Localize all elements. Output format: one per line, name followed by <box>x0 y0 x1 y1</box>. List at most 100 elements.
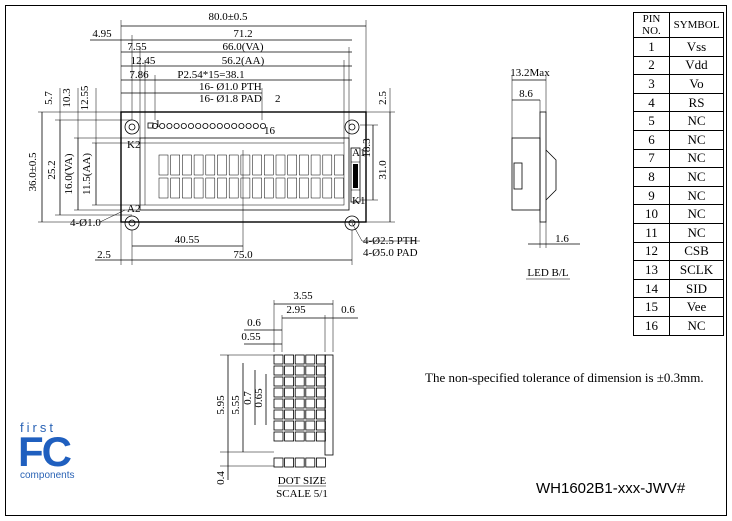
char-cell <box>158 154 169 176</box>
pixel-dot <box>273 398 284 409</box>
pixel-dot <box>294 409 305 420</box>
dim-31: 31.0 <box>377 160 389 180</box>
pin1-label: 1 <box>155 118 161 130</box>
char-cell <box>228 177 239 199</box>
pin-table-header: PIN NO. SYMBOL <box>633 12 724 38</box>
k1-label: K1 <box>352 195 365 207</box>
dim-12-55: 12.55 <box>79 85 91 110</box>
pin-symbol: Vss <box>669 37 724 57</box>
dim-0-65: 0.65 <box>253 388 265 408</box>
pin-hole <box>252 123 259 130</box>
pin-number: 14 <box>633 278 670 299</box>
dim-7-86: 7.86 <box>129 69 149 81</box>
pin-hole <box>187 123 194 130</box>
right-dimensions <box>360 88 395 223</box>
pin-hole <box>259 123 266 130</box>
logo-first: first <box>20 420 56 435</box>
pin-symbol: SCLK <box>669 260 724 280</box>
pixel-dot <box>273 387 284 398</box>
char-cell <box>217 177 227 199</box>
pixel-dot <box>305 365 316 376</box>
dim-18-3: 18.3 <box>361 138 373 158</box>
pin-number: 2 <box>633 55 670 76</box>
dim-40-55: 40.55 <box>175 234 200 246</box>
pin-symbol: NC <box>669 315 724 336</box>
bottom-dimensions <box>95 150 420 265</box>
pin-hole <box>209 123 216 130</box>
pin-hole <box>173 123 180 130</box>
pixel-dot <box>284 398 295 409</box>
pin-number: 13 <box>633 260 670 280</box>
scale-label: SCALE 5/1 <box>276 488 328 500</box>
pixel-dot <box>305 457 316 468</box>
pin-symbol: NC <box>669 204 724 224</box>
pixel-dot <box>305 431 316 442</box>
pin-no-header: PIN NO. <box>633 12 670 38</box>
pin-hole <box>216 123 223 130</box>
pin-number: 4 <box>633 92 670 113</box>
dim-pth-4: 4-Ø2.5 PTH <box>363 235 417 247</box>
pixel-dot <box>294 354 305 365</box>
dim-66-va: 66.0(VA) <box>222 41 263 53</box>
pin1-pad <box>147 122 154 129</box>
drawing-frame <box>5 5 727 516</box>
dim-hole-1: 4-Ø1.0 <box>70 217 101 229</box>
pin-symbol: Vee <box>669 297 724 317</box>
pin-symbol: RS <box>669 92 724 113</box>
dim-0-4: 0.4 <box>215 471 227 485</box>
logo-fc: FC <box>18 428 72 475</box>
pixel-dot <box>305 354 316 365</box>
dim-8-6: 8.6 <box>519 88 533 100</box>
dim-7-55: 7.55 <box>127 41 147 53</box>
char-cell <box>193 177 204 199</box>
pixel-dot <box>284 387 295 398</box>
dim-pad-16: 16- Ø1.8 PAD <box>199 93 262 105</box>
pin-hole <box>231 123 238 130</box>
char-cell <box>264 154 274 176</box>
dim-71-2: 71.2 <box>233 28 252 40</box>
pixel-dot <box>294 398 305 409</box>
char-cell <box>310 177 321 199</box>
model-number: WH1602B1-xxx-JWV# <box>536 480 686 497</box>
dim-56-2-aa: 56.2(AA) <box>222 55 265 67</box>
pin-number: 11 <box>633 222 670 243</box>
dim-3-55: 3.55 <box>293 290 313 302</box>
dim-0-7: 0.7 <box>242 391 254 405</box>
pin-number: 10 <box>633 204 670 224</box>
pin-symbol: Vo <box>669 74 724 94</box>
pin-number: 7 <box>633 148 670 169</box>
pixel-dot <box>294 387 305 398</box>
pixel-dot <box>284 420 295 431</box>
pixel-dot <box>294 457 305 468</box>
pin-hole <box>159 123 166 130</box>
dim-5-7: 5.7 <box>43 91 55 105</box>
pixel-dot <box>284 409 295 420</box>
dim-10-3: 10.3 <box>61 88 73 108</box>
a2-label: A2 <box>127 203 140 215</box>
pixel-dot <box>273 376 284 387</box>
pixel-dot <box>305 387 316 398</box>
led-label: LED B/L <box>527 267 569 279</box>
fc-logo: first FC components <box>18 420 98 484</box>
side-view <box>511 75 580 248</box>
dim-4-95: 4.95 <box>92 28 112 40</box>
char-cell <box>252 154 262 176</box>
pin-symbol: Vdd <box>669 55 724 76</box>
dim-2: 2 <box>275 93 281 105</box>
char-cell <box>310 154 321 176</box>
pixel-dot <box>294 420 305 431</box>
char-cell <box>193 154 204 176</box>
tolerance-note: The non-specified tolerance of dimension… <box>425 370 704 385</box>
pin-number: 5 <box>633 111 670 131</box>
dot-detail <box>220 300 358 480</box>
